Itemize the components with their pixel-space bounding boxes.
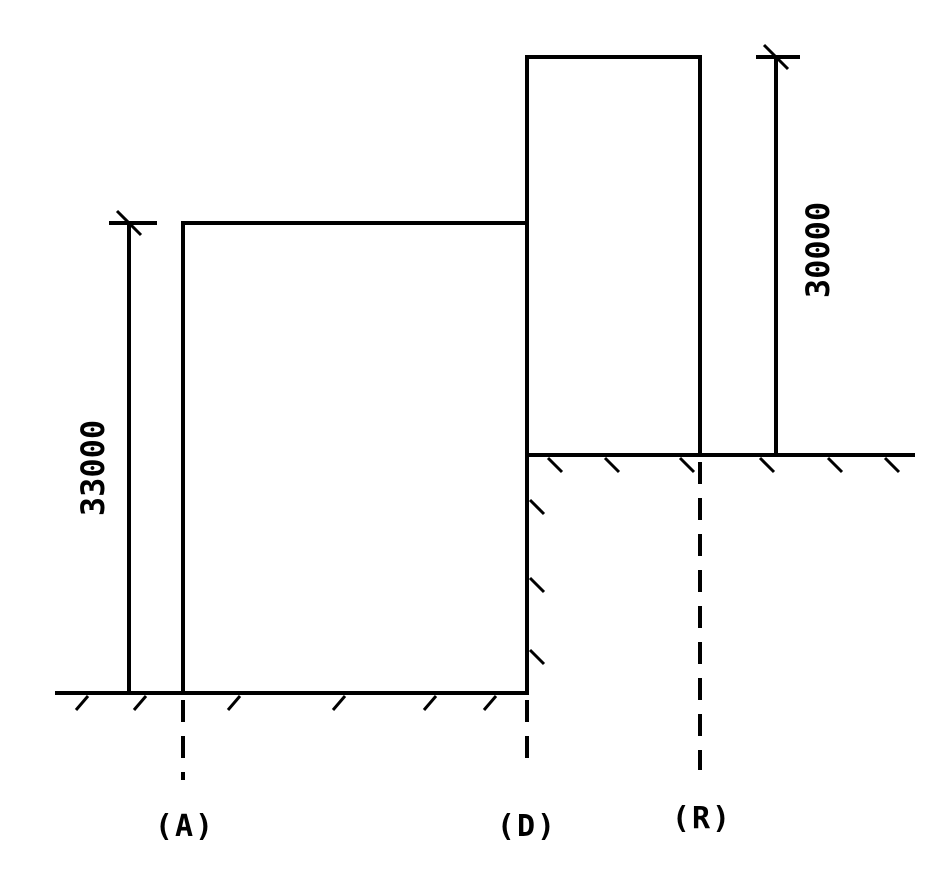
axis-label-a: (A) <box>155 809 215 844</box>
ground-hatching <box>74 456 901 711</box>
axis-label-r: (R) <box>672 801 732 836</box>
axis-label-d: (D) <box>497 809 557 844</box>
dimension-ticks <box>115 43 790 237</box>
right-height-label: 30000 <box>799 202 837 298</box>
right-block-outline <box>525 55 702 457</box>
left-block-outline <box>181 221 529 695</box>
left-height-label: 33000 <box>74 420 112 516</box>
